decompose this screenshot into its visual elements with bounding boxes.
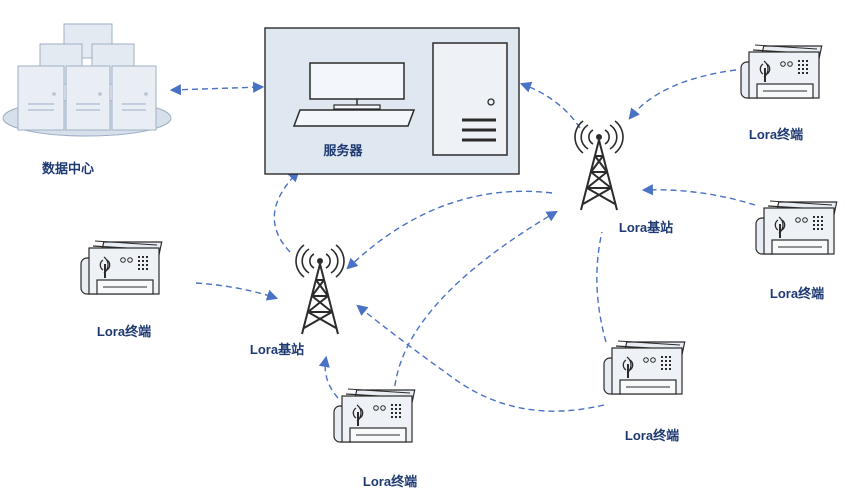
link-terminal-bottom-station-right — [393, 210, 558, 397]
datacenter-label: 数据中心 — [42, 161, 94, 176]
terminal-icon — [603, 340, 686, 395]
station-right-node: Lora基站 — [574, 120, 673, 235]
tower-icon — [295, 244, 345, 335]
datacenter-node: 数据中心 — [2, 23, 172, 176]
link-terminal-bottomright-up — [596, 231, 607, 343]
link-station-right-station-left — [346, 190, 553, 270]
terminal-top-right-node: Lora终端 — [740, 44, 823, 142]
station-left-label: Lora基站 — [250, 342, 304, 357]
terminal-left-node: Lora终端 — [80, 240, 163, 339]
terminal-mid-right-label: Lora终端 — [770, 286, 824, 301]
link-terminal-bottom-station-left — [318, 355, 339, 399]
terminal-icon — [333, 388, 416, 443]
tower-icon — [574, 120, 624, 211]
terminal-icon — [740, 44, 823, 99]
terminal-left-label: Lora终端 — [97, 324, 151, 339]
link-terminal-midright-station — [641, 184, 756, 206]
terminal-mid-right-node: Lora终端 — [755, 200, 838, 301]
link-terminal-left-station — [195, 282, 279, 301]
station-left-node: Lora基站 — [250, 244, 345, 357]
link-station-left-server — [273, 170, 300, 253]
server-label: 服务器 — [323, 143, 363, 158]
terminal-bottom-node: Lora终端 — [333, 388, 417, 489]
connector-lines — [169, 69, 756, 412]
link-datacenter-server — [169, 81, 265, 96]
monitor-icon — [292, 62, 416, 127]
link-terminal-topright-station — [628, 69, 737, 120]
server-node: 服务器 — [264, 27, 520, 175]
station-right-label: Lora基站 — [619, 220, 673, 235]
terminal-top-right-label: Lora终端 — [749, 127, 803, 142]
terminal-bottom-right-node: Lora终端 — [603, 340, 686, 443]
datacenter-icon — [2, 23, 172, 137]
terminal-bottom-right-label: Lora终端 — [625, 428, 679, 443]
terminal-bottom-label: Lora终端 — [363, 474, 417, 489]
link-station-right-server — [519, 81, 581, 129]
server-tower-icon — [432, 42, 508, 156]
terminal-icon — [80, 240, 163, 295]
terminal-icon — [755, 200, 838, 255]
link-terminal-bottomright-station-left — [356, 304, 605, 412]
